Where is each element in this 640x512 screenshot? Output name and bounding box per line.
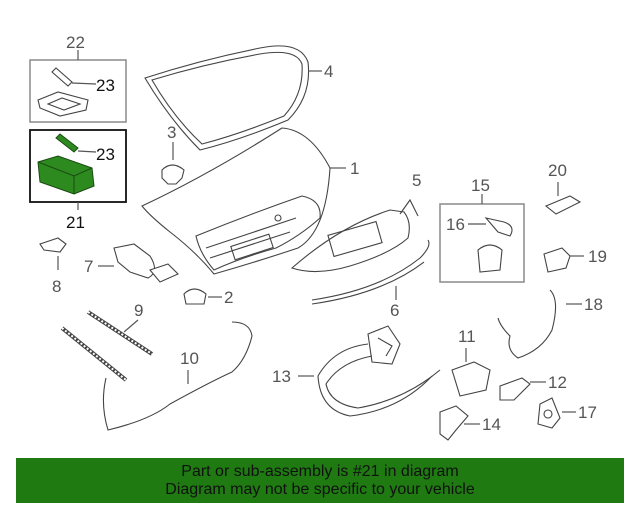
callout-21: 21 <box>66 213 85 232</box>
part-3-clip[interactable]: 3 <box>161 123 185 185</box>
callout-18: 18 <box>584 295 603 314</box>
part-6-molding[interactable]: 6 <box>311 239 430 320</box>
part-21-green <box>37 155 95 195</box>
part-23-green <box>55 133 79 153</box>
part-group-21[interactable]: 23 21 <box>29 129 127 232</box>
part-18-cable[interactable]: 18 <box>497 289 603 359</box>
part-13-latch[interactable]: 13 <box>272 325 441 417</box>
part-5-trim-panel[interactable]: 5 <box>290 171 421 273</box>
callout-7: 7 <box>84 257 93 276</box>
callout-17: 17 <box>578 403 597 422</box>
part-20[interactable]: 20 <box>544 161 582 215</box>
callout-15: 15 <box>471 176 490 195</box>
part-17[interactable]: 17 <box>537 397 597 429</box>
callout-14: 14 <box>482 415 501 434</box>
callout-3: 3 <box>167 123 176 142</box>
callout-12: 12 <box>548 373 567 392</box>
callout-8: 8 <box>52 277 61 296</box>
part-10-harness[interactable]: 10 <box>60 321 253 431</box>
callout-19: 19 <box>588 247 607 266</box>
callout-5: 5 <box>412 171 421 190</box>
callout-20: 20 <box>548 161 567 180</box>
callout-9: 9 <box>134 301 143 320</box>
part-14[interactable]: 14 <box>439 405 501 441</box>
part-4-weatherstrip[interactable]: 4 <box>144 45 333 151</box>
callout-4: 4 <box>324 62 333 81</box>
part-group-22[interactable]: 22 23 <box>29 33 127 123</box>
part-9-strip[interactable]: 9 <box>86 301 154 356</box>
part-2-clip[interactable]: 2 <box>183 288 233 307</box>
callout-23-top: 23 <box>96 76 115 95</box>
part-11[interactable]: 11 <box>451 327 491 397</box>
callout-2: 2 <box>224 288 233 307</box>
part-23-gray <box>37 67 89 117</box>
part-group-15[interactable]: 15 16 <box>439 176 525 283</box>
part-7[interactable]: 7 <box>84 243 179 283</box>
callout-1: 1 <box>350 159 359 178</box>
part-12[interactable]: 12 <box>499 373 567 401</box>
highlight-banner: Part or sub-assembly is #21 in diagram D… <box>16 458 624 503</box>
part-19[interactable]: 19 <box>543 247 607 273</box>
callout-10: 10 <box>180 349 199 368</box>
callout-11: 11 <box>458 327 476 346</box>
callout-6: 6 <box>390 301 399 320</box>
part-1-trunk-lid[interactable]: 1 <box>141 127 359 275</box>
banner-line-2: Diagram may not be specific to your vehi… <box>165 481 475 498</box>
part-8[interactable]: 8 <box>39 237 67 296</box>
callout-22: 22 <box>66 33 85 52</box>
callout-13: 13 <box>272 367 291 386</box>
callout-16: 16 <box>446 215 465 234</box>
banner-line-1: Part or sub-assembly is #21 in diagram <box>181 463 459 480</box>
callout-23-bottom: 23 <box>96 145 115 164</box>
